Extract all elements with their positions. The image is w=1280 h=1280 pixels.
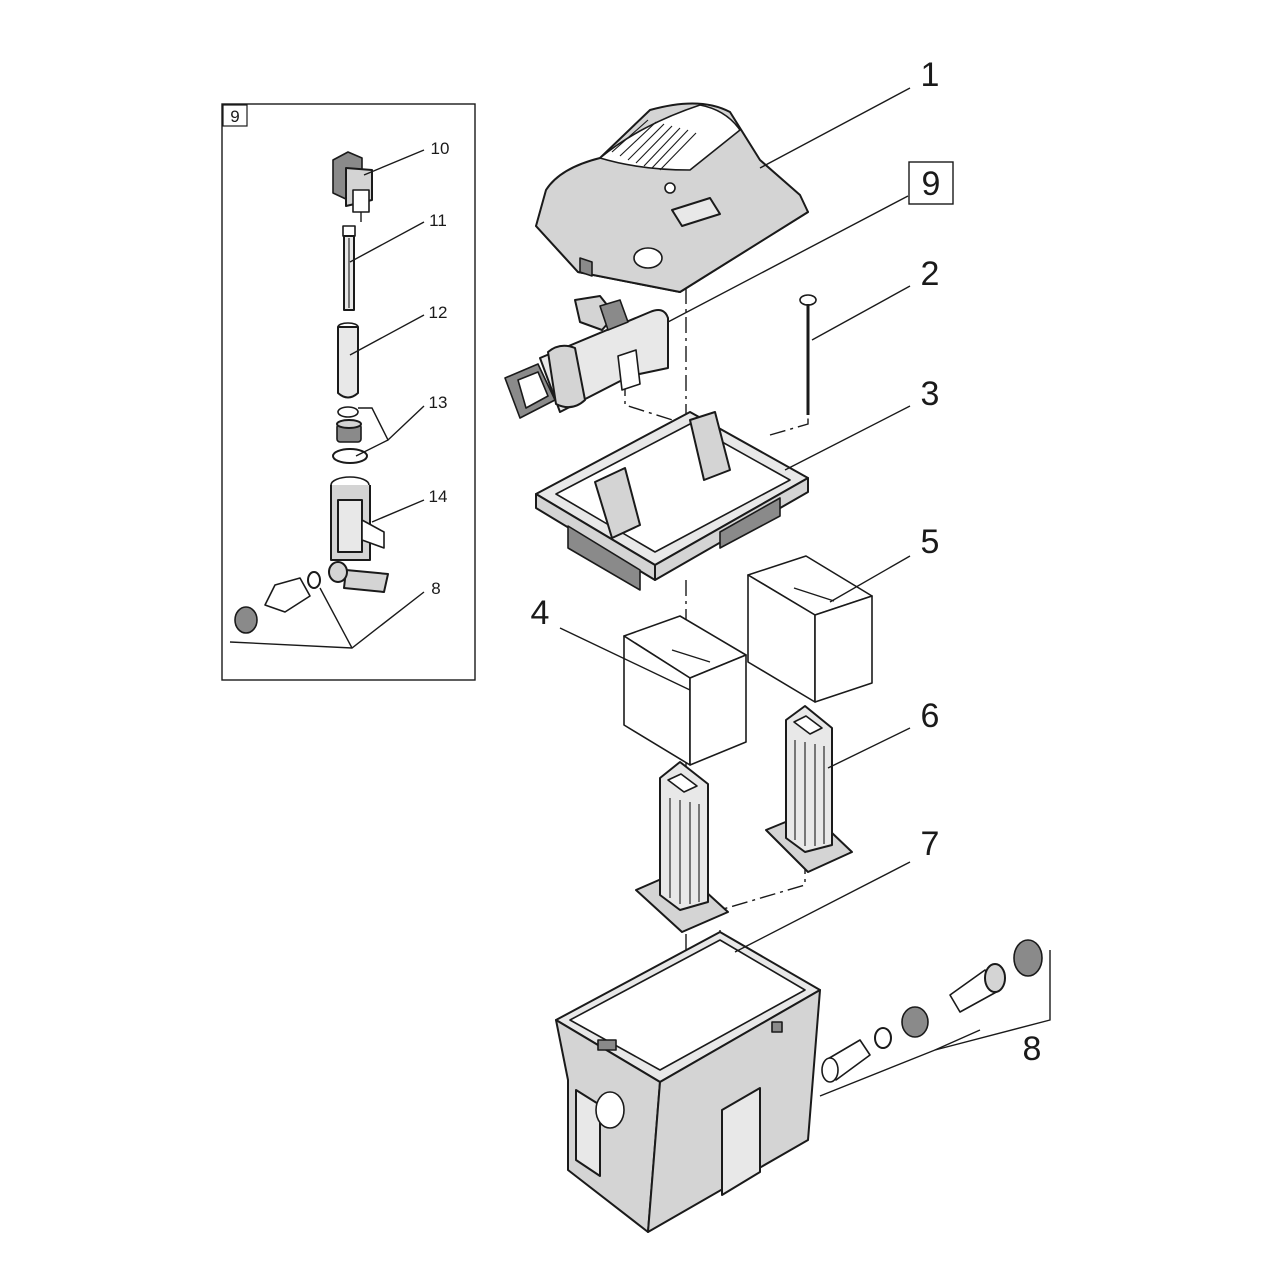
label-9: 9 [922, 165, 941, 203]
part-8-hose-connectors [821, 939, 1043, 1083]
label-7: 7 [921, 825, 940, 863]
inset-tag-label: 9 [230, 107, 239, 126]
label-10: 10 [431, 139, 450, 158]
part-10-uv-lamp-head [332, 151, 373, 222]
part-3-insert-tray [535, 411, 809, 591]
main-leaders [559, 87, 1051, 1097]
part-6-support-grid-right [765, 705, 853, 873]
part-7-filter-housing [555, 931, 821, 1233]
label-2: 2 [921, 255, 940, 293]
part-4-filter-foam [623, 615, 747, 766]
part-12-lamp [337, 322, 359, 399]
lid-ribs [611, 119, 697, 171]
label-13: 13 [429, 393, 448, 412]
label-14: 14 [429, 487, 448, 506]
label-3: 3 [921, 375, 940, 413]
part-5-filter-foam [747, 555, 873, 703]
label-8: 8 [1023, 1030, 1042, 1068]
part-6-support-grid-left [635, 761, 729, 933]
label-5: 5 [921, 523, 940, 561]
part-1-lid [535, 102, 809, 293]
part-13-nut-orings [332, 406, 368, 464]
label-6: 6 [921, 697, 940, 735]
part-9-uv-unit [504, 295, 669, 419]
part-2-pin [799, 294, 817, 415]
label-4: 4 [531, 594, 550, 632]
label-1: 1 [921, 56, 940, 94]
label-9-box [908, 161, 954, 205]
part-8-inset-connector [234, 561, 348, 634]
inset-tag-box [222, 104, 248, 127]
part-11-quartz-tube [342, 225, 356, 311]
label-inset-8: 8 [431, 579, 440, 598]
label-12: 12 [429, 303, 448, 322]
inset-leaders [229, 149, 425, 649]
part-14-housing [330, 476, 389, 593]
label-11: 11 [429, 211, 447, 230]
